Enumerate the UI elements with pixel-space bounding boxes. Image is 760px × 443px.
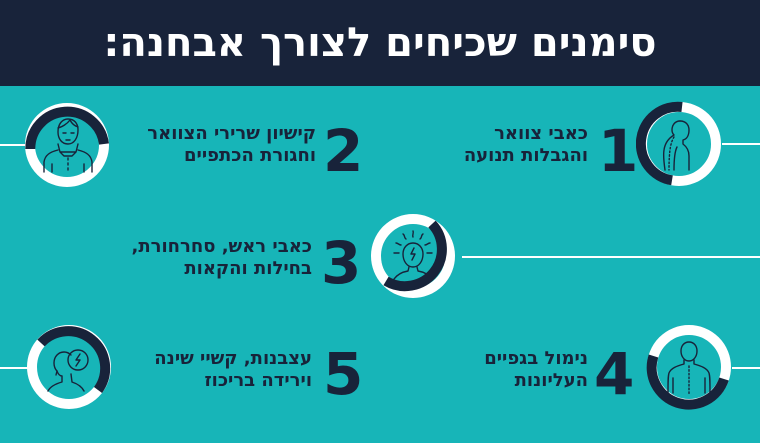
item-label-2: קישיון שרירי הצוואר וחגורת הכתפיים [147,123,316,167]
item-label-3: כאבי ראש, סחרחורת, בחילות והקאות [132,236,313,280]
connector-line-1 [722,143,760,145]
item-label-3-line-2: בחילות והקאות [184,258,312,279]
spine-posture-icon [662,120,690,171]
item-label-3-line-1: כאבי ראש, סחרחורת, [131,236,313,257]
connector-line-5 [0,367,28,369]
connector-line-2 [0,144,26,146]
item-label-4-line-1: נימול בגפיים [484,348,588,369]
ring-item-1 [636,101,722,187]
connector-line-4 [732,367,760,369]
item-label-2-line-2: וחגורת הכתפיים [184,145,316,166]
item-label-4: נימול בגפיים העליונות [484,348,588,392]
connector-line-3 [462,256,760,258]
headache-icon [393,230,433,280]
item-label-1-line-2: והגבלות תנועה [463,145,588,166]
item-number-5: 5 [323,340,364,408]
ring-item-3 [370,213,456,299]
item-label-2-line-1: קישיון שרירי הצוואר [147,123,316,144]
ring-item-2 [24,102,110,188]
item-number-3: 3 [321,229,362,297]
item-label-5-line-2: וירידה בריכוז [204,370,312,391]
neck-brace-icon [43,118,93,173]
item-label-5-line-1: עצבנות, קשיי שינה [154,348,312,369]
header-banner: סימנים שכיחים לצורך אבחנה: [0,0,760,86]
item-number-1: 1 [598,117,639,185]
item-label-5: עצבנות, קשיי שינה וירידה בריכוז [154,348,312,392]
upper-back-spine-icon [667,341,711,395]
page-title: סימנים שכיחים לצורך אבחנה: [103,20,657,66]
ring-item-5 [26,324,112,410]
item-number-4: 4 [594,340,635,408]
item-label-4-line-2: העליונות [514,370,588,391]
item-label-1: כאבי צוואר והגבלות תנועה [464,123,588,167]
stress-head-icon [47,349,89,392]
item-number-2: 2 [323,117,364,185]
item-label-1-line-1: כאבי צוואר [494,123,588,144]
ring-item-4 [646,324,732,410]
